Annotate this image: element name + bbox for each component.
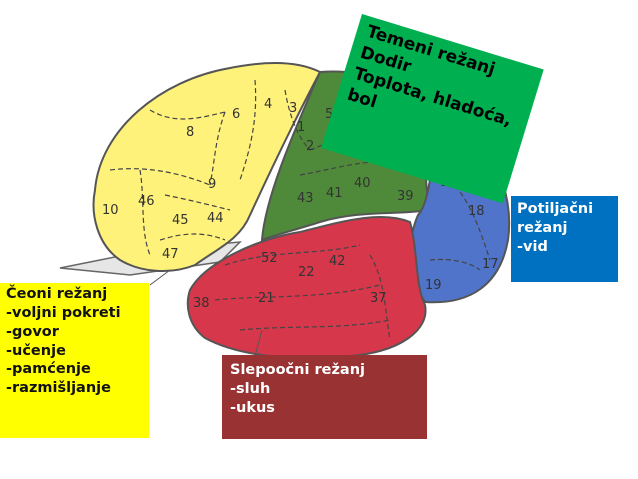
temporal-lobe-label: Slepoočni režanj -sluh -ukus: [222, 355, 427, 439]
frontal-function: -pamćenje: [6, 361, 91, 378]
frontal-function: -voljni pokreti: [6, 304, 121, 321]
area-number: 4: [264, 97, 272, 112]
occipital-title: Potiljačni: [517, 201, 594, 217]
area-number: 5: [325, 107, 333, 122]
occipital-title: režanj: [517, 219, 568, 236]
area-number: 2: [306, 139, 314, 154]
temporal-function: -ukus: [230, 399, 275, 416]
area-number: 19: [425, 278, 442, 293]
area-number: 52: [261, 251, 278, 266]
area-number: 3: [289, 101, 297, 116]
area-number: 17: [482, 257, 499, 272]
frontal-title: Čeoni režanj: [6, 286, 108, 302]
area-number: 46: [138, 194, 155, 209]
area-number: 18: [468, 204, 485, 219]
area-number: 22: [298, 265, 315, 280]
area-number: 9: [208, 177, 216, 192]
area-number: 42: [329, 254, 346, 269]
area-number: 21: [258, 291, 275, 306]
frontal-lobe-label: Čeoni režanj -voljni pokreti -govor -uče…: [0, 283, 149, 438]
area-number: 1: [297, 120, 305, 135]
area-number: 45: [172, 213, 189, 228]
frontal-leader-line: [149, 269, 171, 286]
area-number: 47: [162, 247, 179, 262]
area-number: 43: [297, 191, 314, 206]
area-number: 37: [370, 291, 387, 306]
area-number: 10: [102, 203, 119, 218]
temporal-function: -sluh: [230, 380, 271, 397]
area-number: 44: [207, 211, 224, 226]
area-number: 6: [232, 107, 240, 122]
temporal-leader-line: [254, 329, 263, 357]
frontal-function: -učenje: [6, 342, 66, 359]
temporal-title: Slepoočni režanj: [230, 362, 365, 378]
frontal-function: -razmišljanje: [6, 380, 111, 397]
area-number: 40: [354, 176, 371, 191]
occipital-lobe-label: Potiljačni režanj -vid: [511, 196, 618, 282]
area-number: 38: [193, 296, 210, 311]
area-number: 41: [326, 186, 343, 201]
temporal-lobe: [186, 216, 427, 360]
area-number: 8: [186, 125, 194, 140]
occipital-function: -vid: [517, 238, 548, 255]
frontal-function: -govor: [6, 323, 59, 340]
frontal-lobe: [92, 62, 322, 272]
area-number: 39: [397, 189, 414, 204]
area-numbers: 8 6 4 3 1 2 5 7 9 46 10 45 44 47 43 41 4…: [102, 97, 499, 311]
